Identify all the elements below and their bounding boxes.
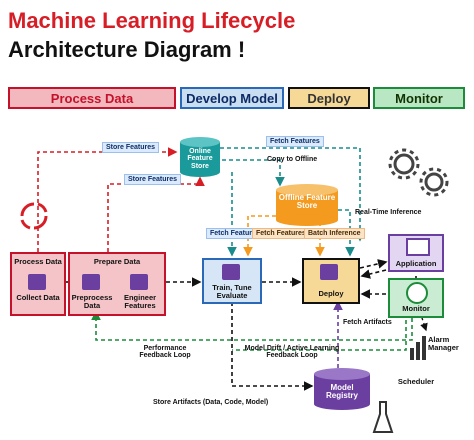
- train-tune-box[interactable]: [202, 258, 262, 304]
- cycle-icon: [20, 202, 48, 230]
- engineer-features-label: Engineer Features: [123, 293, 157, 310]
- prepare-data-label: Prepare Data: [93, 257, 141, 266]
- deploy-label: Deploy: [318, 289, 344, 298]
- collect-data-icon: [28, 274, 46, 290]
- bar-chart-icon: [410, 336, 426, 360]
- application-label: Application: [395, 259, 437, 268]
- tab-deploy[interactable]: Deploy: [288, 87, 370, 109]
- model-registry-label[interactable]: Model Registry: [325, 383, 358, 401]
- alarm-manager-label: Alarm Manager: [428, 335, 459, 352]
- perf-feedback-label: Performance Feedback Loop: [139, 345, 191, 360]
- tab-develop-model[interactable]: Develop Model: [180, 87, 284, 109]
- realtime-inference-label: Real-Time Inference: [355, 209, 422, 216]
- preprocess-data-label: Preprocess Data: [71, 293, 113, 310]
- flask-icon: [372, 401, 394, 433]
- copy-to-offline-label: Copy to Offline: [267, 156, 318, 163]
- process-data-label: Process Data: [14, 257, 62, 266]
- drift-feedback-label: Model Drift / Active Learning Feedback L…: [244, 345, 340, 360]
- offline-feature-store-label[interactable]: Offline Feature Store: [278, 193, 336, 211]
- collect-data-label: Collect Data: [16, 293, 60, 302]
- title-line-2: Architecture Diagram !: [8, 37, 246, 62]
- store-features-label-2: Store Features: [124, 174, 182, 186]
- monitor-label: Monitor: [402, 304, 430, 313]
- scheduler-label: Scheduler: [397, 377, 435, 386]
- store-artifacts-label: Store Artifacts (Data, Code, Model): [153, 399, 269, 406]
- deploy-icon: [320, 264, 338, 280]
- tab-process-data[interactable]: Process Data: [8, 87, 176, 109]
- engineer-features-icon: [130, 274, 148, 290]
- fetch-features-mid-label: Fetch Features: [252, 228, 310, 240]
- gears-icon: [388, 148, 449, 197]
- train-icon: [222, 264, 240, 280]
- online-feature-store-label[interactable]: Online Feature Store: [187, 148, 213, 170]
- store-features-label-1: Store Features: [102, 142, 160, 154]
- deploy-box[interactable]: [302, 258, 360, 304]
- tab-monitor[interactable]: Monitor: [373, 87, 465, 109]
- monitor-icon: [406, 282, 428, 304]
- fetch-features-top-label: Fetch Features: [266, 136, 324, 148]
- offline-feature-store-cylinder: [276, 184, 338, 226]
- preprocess-data-icon: [82, 274, 100, 290]
- application-icon: [406, 238, 430, 256]
- batch-inference-label: Batch Inference: [304, 228, 365, 240]
- title-line-1: Machine Learning Lifecycle: [8, 8, 296, 33]
- fetch-artifacts-label: Fetch Artifacts: [343, 319, 392, 326]
- online-feature-store-cylinder: [180, 137, 220, 177]
- model-registry-cylinder: [314, 368, 370, 410]
- train-tune-label: Train, Tune Evaluate: [212, 283, 252, 300]
- process-data-box[interactable]: [10, 252, 66, 316]
